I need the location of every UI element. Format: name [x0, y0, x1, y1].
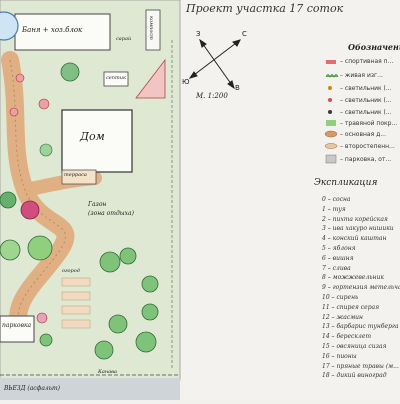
explication-item: 9 – гортензия метельчатая [322, 284, 400, 292]
explication-item: 11 – спирея серая [322, 303, 380, 311]
bath-label: Баня + хоз.блок [22, 26, 83, 34]
compass-south-label: Ю [182, 78, 190, 86]
explication-item: 5 – яблоня [322, 245, 356, 252]
septic-label: септик [106, 75, 126, 81]
compost-label: компост [148, 16, 154, 40]
explication-item: 7 – слива [322, 264, 351, 272]
explication-item: 1 – туя [322, 205, 346, 213]
road-label: ВЬЕЗД (асфальт) [4, 385, 61, 392]
explication-item: 16 – пионы [322, 352, 357, 360]
legend-symbols [324, 60, 339, 164]
legend-item: – основная д... [340, 131, 386, 138]
legend-title: Обозначения [348, 42, 400, 52]
legend-item: – светильник (... [340, 109, 392, 116]
pond [0, 11, 19, 41]
explication-item: 10 – сирень [322, 294, 359, 301]
garden-beds [61, 277, 91, 329]
legend-item: – живая изг... [340, 72, 383, 79]
legend-item: – парковка, от... [340, 156, 392, 163]
road [0, 378, 180, 400]
compass-north-label: С [242, 30, 247, 38]
garden-label: огород [62, 268, 80, 274]
explication-item: 14 – бересклет [322, 333, 372, 341]
legend-item: – второстепенн... [340, 143, 395, 150]
house-building [61, 109, 133, 173]
legend-item: – травяной покр... [340, 120, 398, 127]
house-label: Дом [80, 130, 105, 143]
explication-title: Экспликация [314, 178, 378, 188]
explication-item: 4 – конский каштан [322, 235, 387, 243]
ditch-label: Канава [98, 369, 118, 375]
shed-label: сарай [116, 36, 132, 42]
explication-item: 8 – можжевельник [322, 274, 384, 282]
explication-item: 2 – пихта корейская [322, 215, 388, 223]
legend-item: – светильник (... [340, 85, 392, 92]
legend-item: – спортивная п... [340, 58, 394, 65]
explication-item: 15 – овсяница сизая [322, 343, 387, 350]
explication-item: 12 – жасмин [322, 313, 363, 321]
explication-item: 3 – ива хакуро нишики [322, 225, 394, 233]
parking-area [135, 58, 166, 99]
explication-item: 6 – вишня [322, 254, 354, 262]
small-shed [103, 71, 129, 87]
explication-item: 13 – барбарис тунберга [322, 323, 399, 331]
plants [0, 62, 159, 360]
page-title: Проект участка 17 соток [186, 2, 344, 15]
terrace-label: терраса [64, 172, 87, 178]
parking-label: парковка [2, 322, 32, 329]
explication-item: 0 – сосна [322, 196, 351, 203]
terrace [61, 169, 97, 185]
compass-west-label: З [196, 30, 201, 38]
lawn-label: Газон (зона отдыха) [88, 201, 134, 217]
shed-bottom-left [0, 315, 35, 343]
compass-rose [188, 38, 241, 90]
explication-item: 18 – дикий виноград [322, 372, 387, 380]
explication-item: 17 – пряные травы (м... [322, 362, 399, 370]
bath-building [14, 13, 111, 51]
compost-box [145, 9, 161, 51]
scale-label: М. 1:200 [196, 92, 228, 100]
compass-east-label: В [235, 84, 240, 92]
legend-item: – светильник (... [340, 97, 392, 104]
